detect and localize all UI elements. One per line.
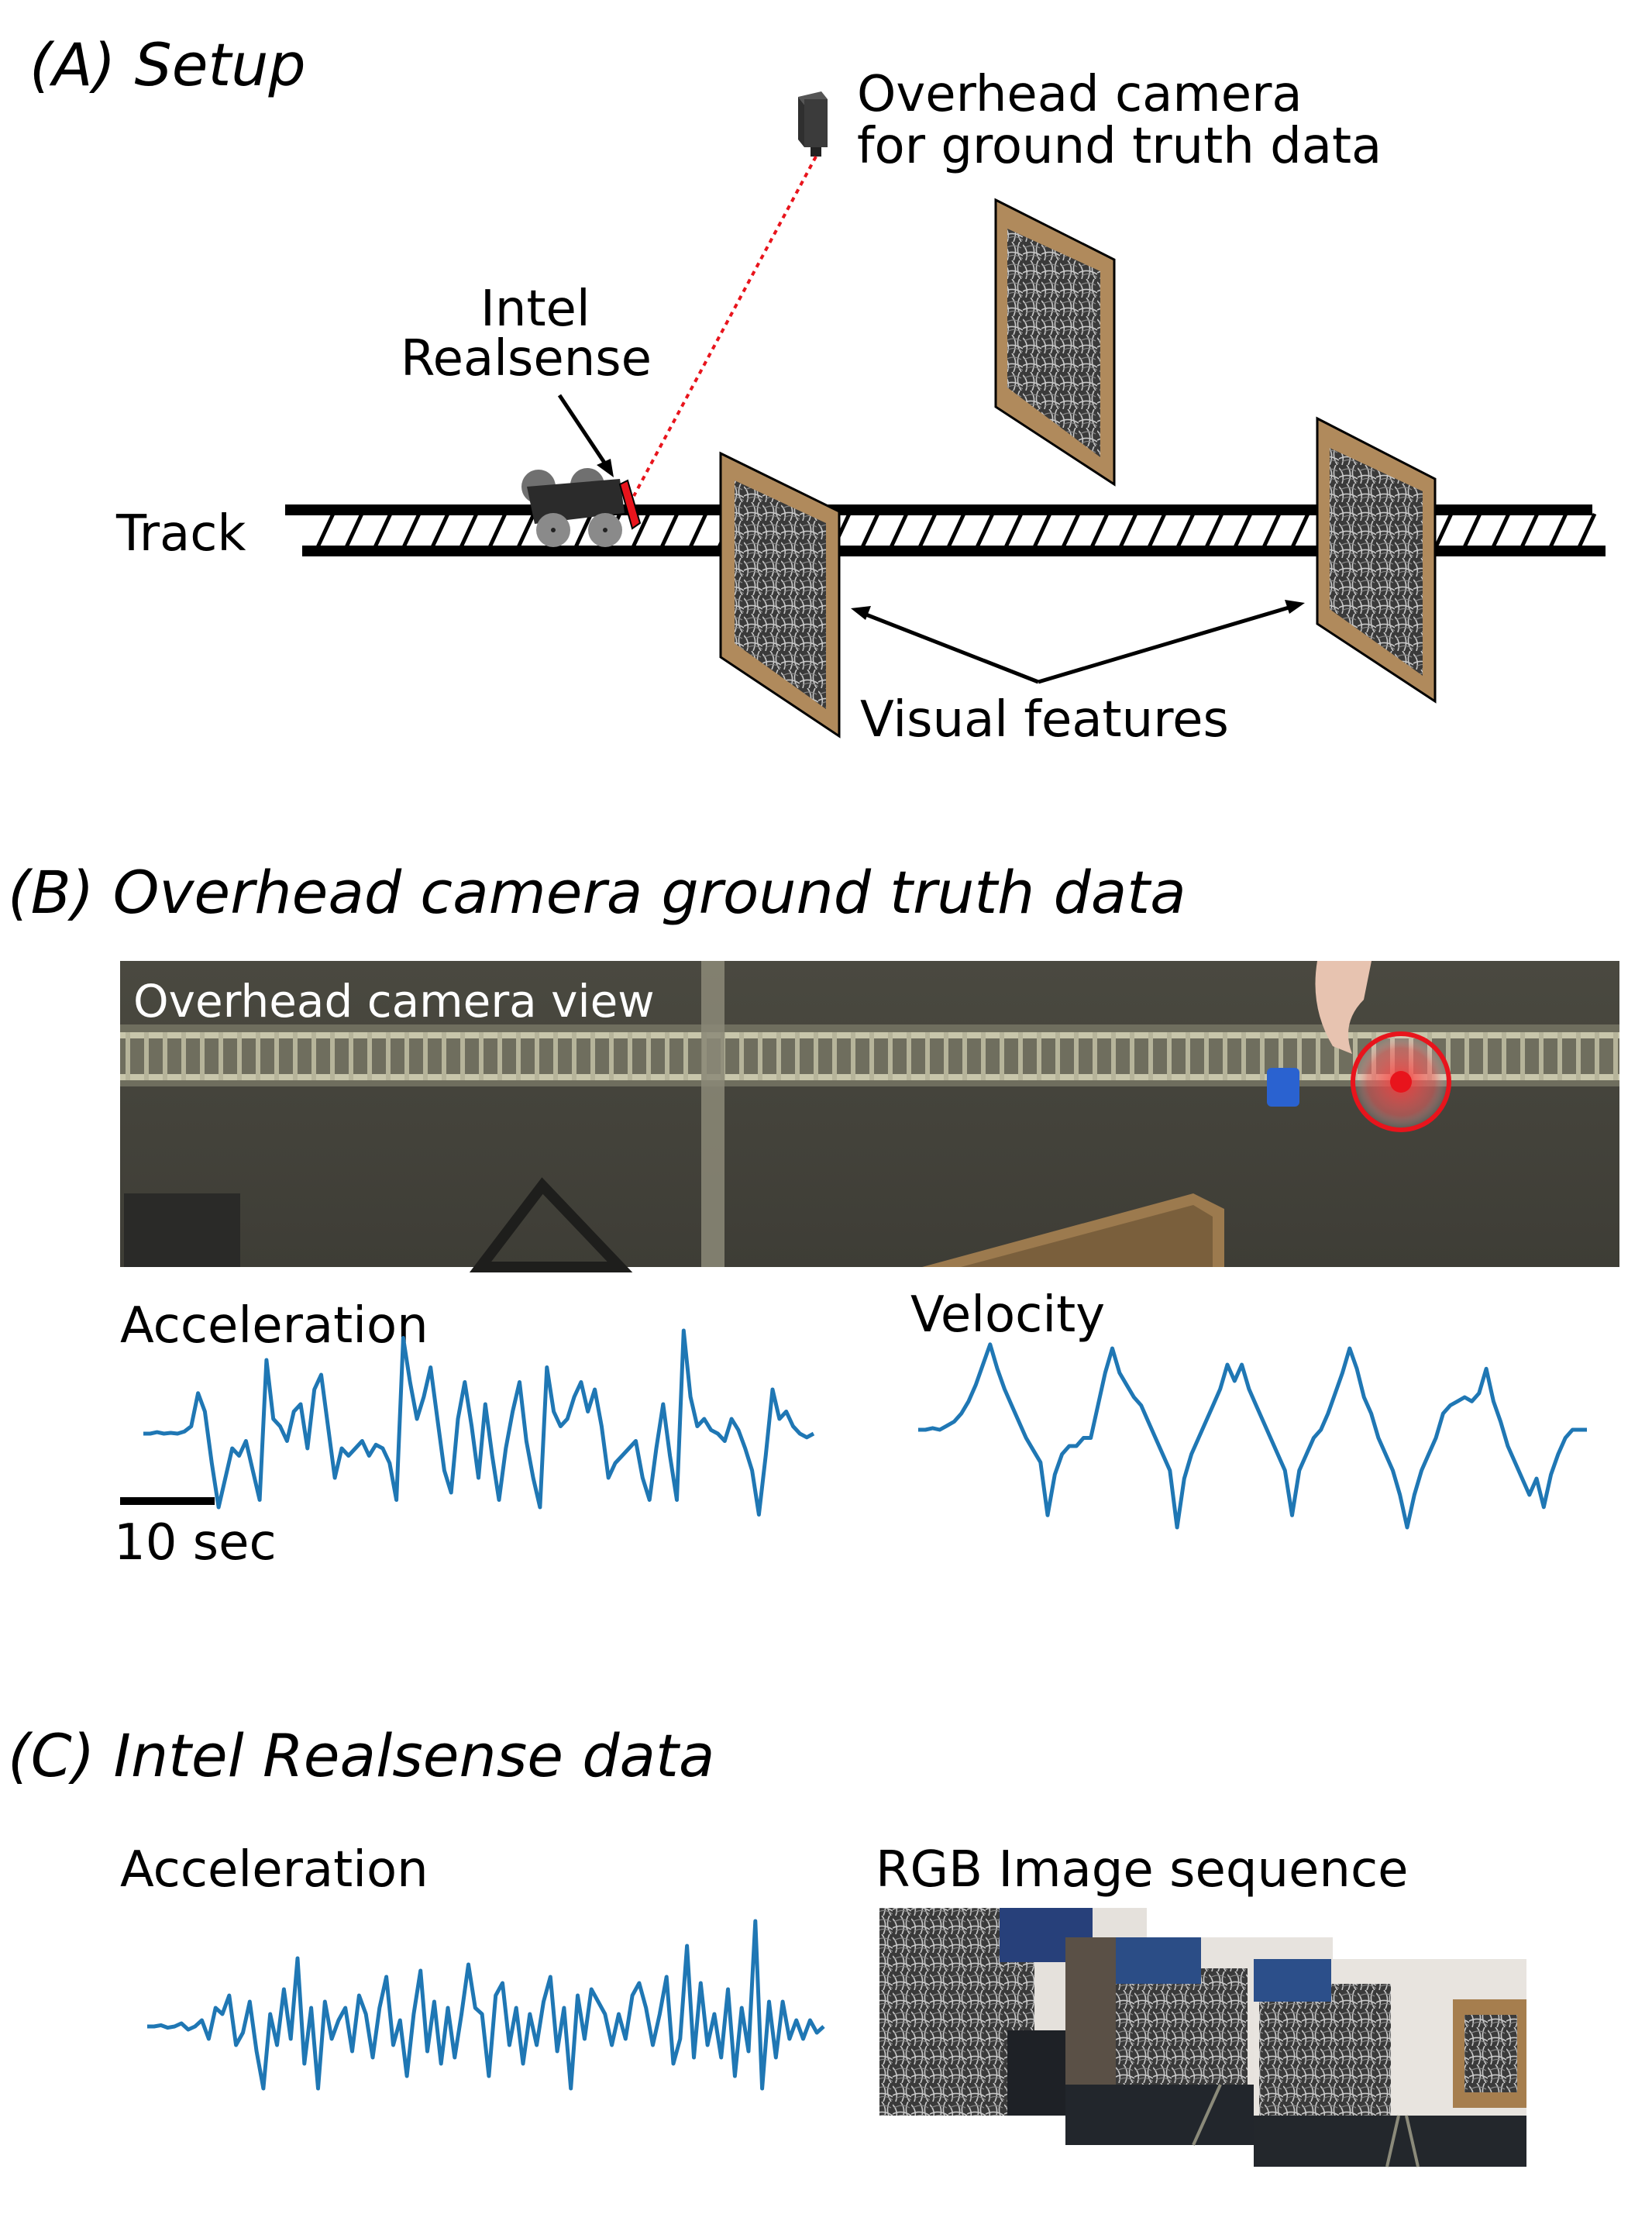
cart-icon bbox=[521, 468, 625, 547]
c-acceleration-label: Acceleration bbox=[120, 1841, 428, 1899]
rgb-sequence-label: RGB Image sequence bbox=[876, 1841, 1409, 1899]
visual-feature-card-top bbox=[994, 198, 1116, 487]
panel-b-heading: (B) Overhead camera ground truth data bbox=[8, 858, 1186, 927]
panel-c-heading: (C) Intel Realsense data bbox=[8, 1721, 714, 1790]
sensor-label-line1: Intel bbox=[480, 281, 590, 338]
panel-a-setup: (A) Setup Overhead camera for ground tru… bbox=[29, 30, 1606, 749]
sensor-label-line2: Realsense bbox=[401, 330, 652, 387]
rgb-frame-3 bbox=[1254, 1959, 1526, 2168]
time-scalebar bbox=[120, 1497, 215, 1505]
line-of-sight bbox=[632, 156, 817, 497]
overhead-camera-photo: Overhead camera view bbox=[120, 961, 1619, 1272]
scalebar-label: 10 sec bbox=[114, 1514, 277, 1572]
visual-feature-card-right bbox=[1316, 416, 1437, 704]
photo-caption: Overhead camera view bbox=[133, 975, 655, 1028]
panel-a-heading: (A) Setup bbox=[29, 30, 306, 99]
overhead-camera-icon bbox=[798, 91, 828, 157]
visual-features-label: Visual features bbox=[860, 691, 1229, 749]
visual-feature-card-left bbox=[719, 451, 841, 739]
panel-c-realsense: (C) Intel Realsense data Acceleration RG… bbox=[8, 1721, 1526, 2168]
track-label: Track bbox=[115, 505, 246, 563]
realsense-acceleration-trace bbox=[147, 1919, 825, 2091]
camera-label-line2: for ground truth data bbox=[857, 118, 1382, 175]
realsense-sensor-icon bbox=[618, 479, 642, 530]
b-velocity-label: Velocity bbox=[910, 1286, 1105, 1344]
acceleration-trace bbox=[143, 1328, 815, 1517]
camera-label-line1: Overhead camera bbox=[857, 66, 1303, 123]
b-acceleration-label: Acceleration bbox=[120, 1297, 428, 1355]
panel-b-ground-truth: (B) Overhead camera ground truth data Ov… bbox=[8, 858, 1619, 1572]
feature-arrows bbox=[859, 604, 1295, 684]
velocity-trace bbox=[918, 1342, 1587, 1530]
sensor-arrow bbox=[557, 394, 614, 477]
